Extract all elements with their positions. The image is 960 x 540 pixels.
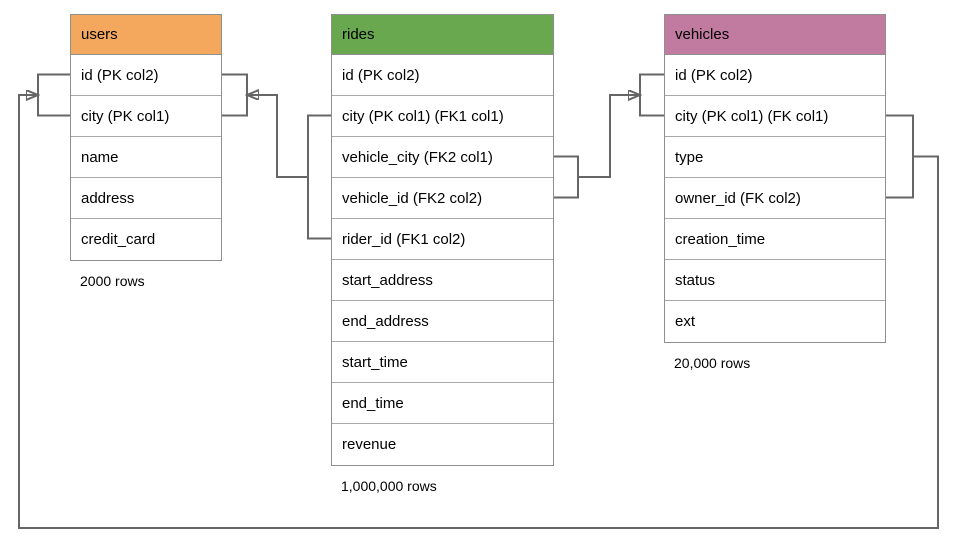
vehicles-col-owner_id: owner_id (FK col2) [665, 178, 885, 219]
users-pk-bracket-left [37, 73, 70, 117]
rides-col-start_time: start_time [332, 342, 553, 383]
rides-col-end_address: end_address [332, 301, 553, 342]
table-users: users id (PK col2) city (PK col1) name a… [70, 14, 222, 289]
table-users-box: users id (PK col2) city (PK col1) name a… [70, 14, 222, 261]
users-col-credit_card: credit_card [71, 219, 221, 260]
users-col-city: city (PK col1) [71, 96, 221, 137]
table-users-header: users [71, 15, 221, 55]
table-rides: rides id (PK col2) city (PK col1) (FK1 c… [331, 14, 554, 494]
rides-to-users-arrow [247, 95, 308, 178]
rides-col-end_time: end_time [332, 383, 553, 424]
table-vehicles-header: vehicles [665, 15, 885, 55]
rides-fk2-bracket [554, 155, 579, 199]
rides-col-id: id (PK col2) [332, 55, 553, 96]
vehicles-col-ext: ext [665, 301, 885, 342]
rides-col-start_address: start_address [332, 260, 553, 301]
vehicles-col-type: type [665, 137, 885, 178]
table-vehicles-rowcount: 20,000 rows [674, 355, 751, 371]
vehicles-col-creation_time: creation_time [665, 219, 885, 260]
users-pk-bracket-right [222, 73, 248, 117]
fk-connector-rides-vehicles [554, 73, 664, 199]
rides-col-vehicle_id: vehicle_id (FK2 col2) [332, 178, 553, 219]
users-col-name: name [71, 137, 221, 178]
table-rides-rowcount: 1,000,000 rows [341, 478, 437, 494]
rides-col-revenue: revenue [332, 424, 553, 465]
table-vehicles-box: vehicles id (PK col2) city (PK col1) (FK… [664, 14, 886, 343]
rides-col-vehicle_city: vehicle_city (FK2 col1) [332, 137, 553, 178]
table-vehicles: vehicles id (PK col2) city (PK col1) (FK… [664, 14, 886, 371]
vehicles-pk-bracket-left [639, 73, 664, 117]
rides-fk1-bracket [307, 114, 331, 240]
table-rides-header: rides [332, 15, 553, 55]
rides-to-vehicles-arrow [578, 95, 640, 178]
table-rides-box: rides id (PK col2) city (PK col1) (FK1 c… [331, 14, 554, 466]
vehicles-fk-bracket [886, 114, 914, 199]
vehicles-col-status: status [665, 260, 885, 301]
vehicles-col-id: id (PK col2) [665, 55, 885, 96]
vehicles-col-city: city (PK col1) (FK col1) [665, 96, 885, 137]
rides-col-city: city (PK col1) (FK1 col1) [332, 96, 553, 137]
fk-connector-rides-users [222, 73, 331, 240]
table-users-rowcount: 2000 rows [80, 273, 145, 289]
users-col-address: address [71, 178, 221, 219]
users-col-id: id (PK col2) [71, 55, 221, 96]
rides-col-rider_id: rider_id (FK1 col2) [332, 219, 553, 260]
